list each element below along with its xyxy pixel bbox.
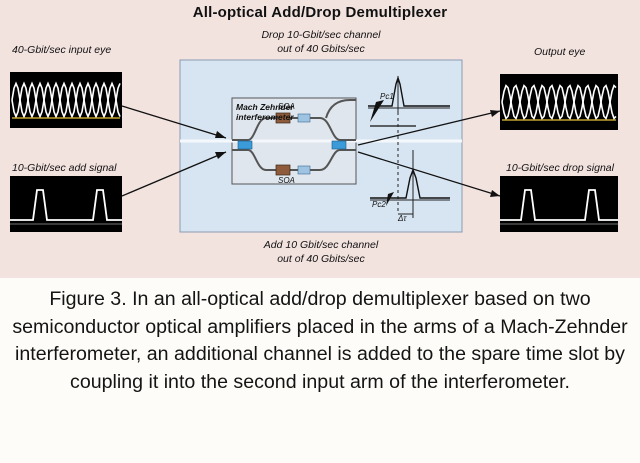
- mz-label-line-2: interferometer: [236, 112, 294, 122]
- soa-bottom-amplifier: [275, 164, 291, 176]
- drop-channel-line-2: out of 40 Gbits/sec: [277, 43, 365, 55]
- arrow-heads: [215, 110, 500, 197]
- drop-signal-pulse-trace: [500, 189, 618, 221]
- diagram-figure: All-optical Add/Drop Demultiplexer 40-Gb…: [0, 0, 640, 278]
- drop-channel-label: Drop 10-Gbit/sec channel out of 40 Gbits…: [236, 28, 406, 56]
- phase-shifter-top: [297, 113, 311, 123]
- phase-shifter-bottom: [297, 165, 311, 175]
- add-channel-label: Add 10 Gbit/sec channel out of 40 Gbits/…: [236, 238, 406, 266]
- add-channel-line-1: Add 10 Gbit/sec channel: [263, 239, 379, 251]
- figure-caption: Figure 3. In an all-optical add/drop dem…: [12, 288, 628, 393]
- output-coupler: [331, 140, 347, 150]
- pulse-top-trace: [368, 75, 450, 107]
- mz-waveguides: [232, 99, 356, 171]
- pulse-bottom-label: Pc2: [372, 200, 386, 209]
- diagram-canvas: [10, 59, 618, 233]
- drop-signal-label: 10-Gbit/sec drop signal: [506, 162, 614, 174]
- input-eye-lower-trace: [11, 81, 121, 119]
- mz-label-line-1: Mach Zehnder: [236, 102, 294, 112]
- pulse-top-label: Pc1: [380, 92, 394, 101]
- scope-input-eye: [10, 72, 122, 128]
- drop-channel-line-1: Drop 10-Gbit/sec channel: [261, 29, 381, 41]
- pulse-top-pointer: [370, 100, 384, 122]
- scope-traces: [10, 81, 618, 225]
- output-eye-label: Output eye: [534, 46, 586, 58]
- soa-top-label: SOA: [278, 102, 295, 111]
- scope-add-signal: [10, 176, 122, 232]
- soa-bottom-label: SOA: [278, 176, 295, 185]
- pulse-bottom-pointer: [386, 192, 394, 206]
- input-eye-label: 40-Gbit/sec input eye: [12, 44, 112, 56]
- soa-top-amplifier: [275, 112, 291, 124]
- scope-drop-signal: [500, 176, 618, 232]
- output-eye-upper-trace: [501, 84, 617, 120]
- input-coupler: [237, 140, 253, 150]
- output-eye-lower-trace: [501, 84, 617, 120]
- add-signal-label: 10-Gbit/sec add signal: [12, 162, 117, 174]
- add-channel-line-2: out of 40 Gbits/sec: [277, 253, 365, 265]
- pulse-bottom-trace: [370, 168, 450, 199]
- mz-label: Mach Zehnder interferometer: [236, 102, 294, 122]
- figure-title: All-optical Add/Drop Demultiplexer: [192, 4, 448, 21]
- signal-arrows: [121, 105, 501, 197]
- pulse-axes: [368, 76, 450, 218]
- delta-tau-label: Δτ: [398, 214, 407, 223]
- add-signal-pulse-trace: [10, 189, 122, 221]
- input-eye-upper-trace: [11, 81, 121, 119]
